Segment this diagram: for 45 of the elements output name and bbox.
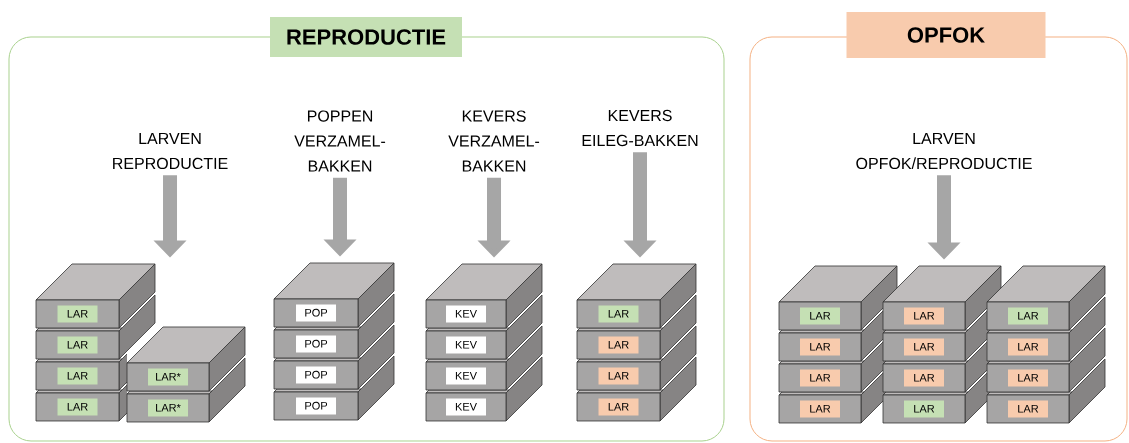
column-heading: LARVEN OPFOK/REPRODUCTIE [856,132,1032,170]
panel-heading: REPRODUCTIE [270,17,462,57]
tray: KEV [425,389,510,422]
tray: LAR [882,265,1002,331]
tray: LAR [576,327,664,360]
tray: POP [273,326,362,359]
column-heading: POPPEN VERZAMEL- BAKKEN [294,110,386,172]
panel-heading: OPFOK [846,12,1046,58]
tray: KEV [425,263,543,329]
node-label: LAR [914,311,935,320]
node-label: KEV [455,309,477,318]
tray: LAR [35,358,123,391]
node-label: POP [305,308,328,317]
tray: LAR [882,329,969,362]
tray: LAR [986,391,1073,424]
column-heading: KEVERS VERZAMEL- BAKKEN [448,110,540,172]
node-label: LAR [67,309,88,318]
tray: LAR [35,327,123,360]
tray: LAR [778,329,865,362]
tray: LAR [882,391,969,424]
tray: LAR [986,265,1106,331]
tray: LAR [882,360,969,393]
tray: POP [273,262,395,328]
tray: LAR [35,389,123,422]
node-label: LAR [810,311,831,320]
tray: KEV [425,358,510,391]
tray: LAR [576,358,664,391]
tray: POP [273,388,362,421]
column-heading: LARVEN REPRODUCTIE [113,132,228,170]
node-label: LAR [608,309,629,318]
node-label: LAR* [156,372,181,381]
tray: LAR [576,389,664,422]
tray: POP [273,357,362,390]
node-label: LAR [1018,311,1039,320]
tray: LAR* [126,390,213,423]
tray: LAR* [126,326,246,392]
tray: LAR [986,329,1073,362]
tray: LAR [35,263,156,329]
tray: LAR [778,265,898,331]
tray: LAR [576,263,697,329]
tray: LAR [778,360,865,393]
tray: LAR [986,360,1073,393]
column-heading: KEVERS EILEG-BAKKEN [582,109,698,147]
tray: LAR [778,391,865,424]
tray: KEV [425,327,510,360]
